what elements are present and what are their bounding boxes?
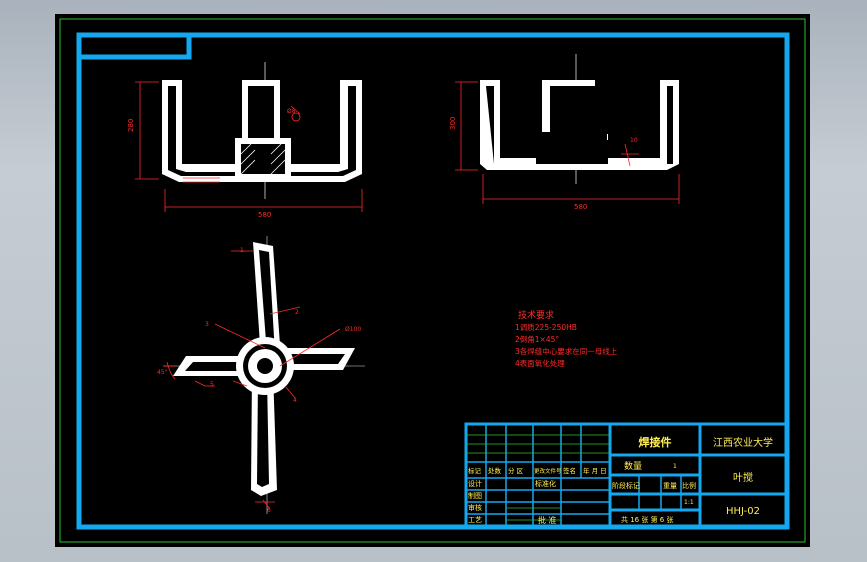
- code-box: [76, 32, 192, 60]
- row-draw: 制图: [468, 491, 482, 500]
- scale-value: 1:1: [684, 499, 694, 506]
- rev-header-sign: 签名: [563, 466, 576, 475]
- shaft-hole: [257, 358, 273, 374]
- tech-item-2: 2倒角1×45°: [515, 334, 559, 344]
- row-standard: 标准化: [535, 479, 556, 488]
- drawing-number: HHJ-02: [726, 506, 760, 517]
- qty-value: 1: [673, 463, 677, 470]
- outer-border: [59, 18, 806, 543]
- row-approve: 批 准: [538, 515, 557, 525]
- tech-item-3: 3各焊缝中心要求在同一母线上: [515, 346, 618, 356]
- inner-frame: [76, 32, 790, 530]
- tech-item-4: 4表面氧化处理: [515, 358, 565, 368]
- tech-heading: 技术要求: [518, 309, 554, 321]
- revision-grid: [466, 424, 682, 527]
- rev-header-zone: 分 区: [508, 466, 524, 475]
- side-width-text: 580: [574, 203, 587, 211]
- hub-section: [241, 144, 285, 174]
- row-review: 审核: [468, 503, 482, 512]
- tech-item-1: 1调质225-250HB: [515, 322, 577, 332]
- callout-3: 3: [205, 321, 209, 328]
- drawing-title: 叶搅: [733, 471, 753, 484]
- side-slot-right: [571, 86, 586, 158]
- angle-label: 45°: [157, 369, 168, 376]
- weight-label: 重量: [663, 482, 677, 490]
- hole-label: Ø8: [287, 108, 296, 115]
- revision-subgrid: [466, 434, 610, 521]
- callout-2: 2: [295, 309, 299, 316]
- hub-slot: [248, 86, 274, 149]
- title-block: [464, 422, 789, 529]
- callout-5: 5: [210, 381, 214, 388]
- side-height-text: 300: [449, 117, 457, 130]
- diameter-label: Ø100: [345, 326, 361, 333]
- thickness-text: 10: [630, 137, 638, 144]
- row-design: 设计: [468, 479, 482, 488]
- sheets-text: 共 16 张 第 6 张: [621, 515, 674, 524]
- callout-6: 6: [267, 507, 271, 514]
- part-name: 焊接件: [639, 435, 672, 449]
- stage-label: 阶段标记: [612, 481, 640, 490]
- callout-1: 1: [240, 247, 244, 254]
- hatching: [240, 143, 286, 175]
- qty-label: 数量: [624, 460, 642, 472]
- university-name: 江西农业大学: [713, 436, 773, 449]
- side-view: 300 580 10: [449, 54, 680, 211]
- height-dim-text: 280: [127, 119, 135, 132]
- callout-4: 4: [293, 397, 297, 404]
- rev-header-date: 年 月 日: [583, 466, 607, 475]
- side-slot-left: [554, 86, 566, 158]
- row-process: 工艺: [468, 516, 482, 524]
- width-dim-text: 580: [258, 211, 271, 219]
- technical-requirements: 技术要求 1调质225-250HB 2倒角1×45° 3各焊缝中心要求在同一母线…: [515, 309, 618, 368]
- plan-view: Ø100 45° 1 2 3 4 5 6: [157, 236, 365, 514]
- drawing-sheet: 280 580 Ø8 300 580 10: [55, 14, 810, 547]
- scale-label: 比例: [682, 481, 696, 490]
- front-view: 280 580 Ø8: [127, 62, 363, 219]
- rev-header-file: 更改文件号: [534, 467, 562, 475]
- rev-header-mark: 标记: [468, 466, 482, 475]
- cad-drawing: 280 580 Ø8 300 580 10: [59, 18, 806, 543]
- rev-header-count: 处数: [488, 466, 502, 475]
- title-block-frame: [464, 422, 789, 529]
